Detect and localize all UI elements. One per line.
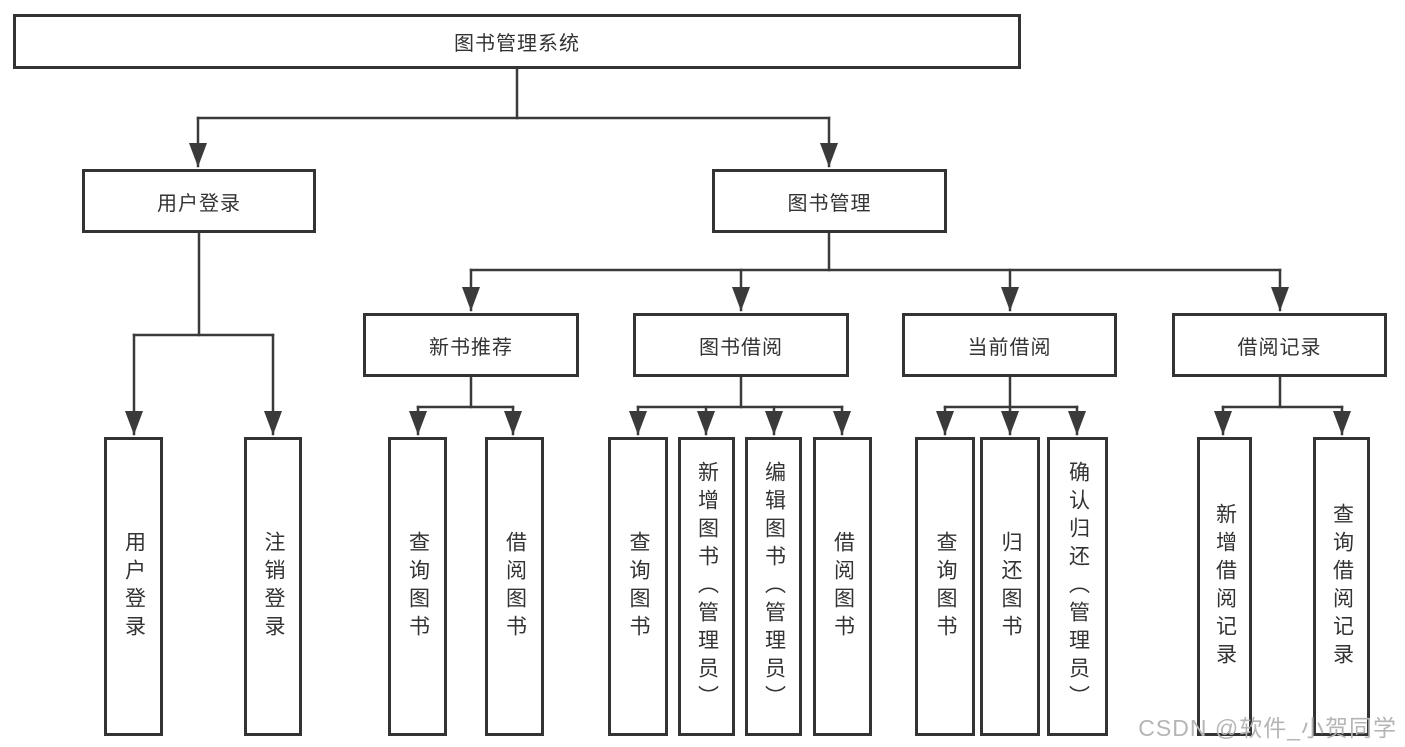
leaf-user-login: 用户登录 — [104, 437, 163, 736]
leaf-query-books-borrow: 查询图书 — [608, 437, 668, 736]
leaf-query-books-current: 查询图书 — [915, 437, 975, 736]
node-current-borrow-label: 当前借阅 — [967, 336, 1052, 359]
leaf-add-book-admin-label: 新增图书（管理员） — [695, 460, 719, 713]
leaf-logout-label: 注销登录 — [262, 530, 286, 643]
leaf-add-borrow-record-label: 新增借阅记录 — [1213, 502, 1237, 671]
leaf-user-login-label: 用户登录 — [122, 530, 146, 643]
node-book-management-label: 图书管理 — [787, 192, 872, 215]
leaf-query-borrow-record: 查询借阅记录 — [1313, 437, 1370, 736]
node-current-borrow: 当前借阅 — [902, 313, 1117, 377]
leaf-confirm-return-admin: 确认归还（管理员） — [1047, 437, 1108, 736]
watermark: CSDN @软件_小贺同学 — [1138, 715, 1397, 741]
leaf-query-books-recommend: 查询图书 — [388, 437, 447, 736]
node-book-borrow-label: 图书借阅 — [699, 336, 783, 359]
node-user-login: 用户登录 — [82, 169, 316, 233]
leaf-borrow-books-label: 借阅图书 — [831, 530, 855, 643]
node-book-borrow: 图书借阅 — [633, 313, 849, 377]
node-borrow-records: 借阅记录 — [1172, 313, 1387, 377]
leaf-edit-book-admin: 编辑图书（管理员） — [745, 437, 802, 736]
leaf-edit-book-admin-label: 编辑图书（管理员） — [762, 460, 786, 713]
node-root-label: 图书管理系统 — [454, 33, 580, 55]
node-new-book-recommend-label: 新书推荐 — [429, 336, 513, 359]
leaf-query-books-current-label: 查询图书 — [934, 530, 958, 643]
leaf-borrow-books: 借阅图书 — [813, 437, 872, 736]
node-new-book-recommend: 新书推荐 — [363, 313, 579, 377]
leaf-confirm-return-admin-label: 确认归还（管理员） — [1066, 460, 1090, 713]
node-book-management: 图书管理 — [712, 169, 947, 233]
leaf-add-book-admin: 新增图书（管理员） — [678, 437, 735, 736]
leaf-return-book-label: 归还图书 — [999, 530, 1023, 643]
leaf-add-borrow-record: 新增借阅记录 — [1197, 437, 1252, 736]
node-root: 图书管理系统 — [13, 14, 1021, 69]
leaf-borrow-books-recommend: 借阅图书 — [485, 437, 544, 736]
leaf-query-books-recommend-label: 查询图书 — [406, 530, 430, 643]
leaf-logout: 注销登录 — [244, 437, 302, 736]
leaf-return-book: 归还图书 — [980, 437, 1040, 736]
leaf-borrow-books-recommend-label: 借阅图书 — [503, 530, 527, 643]
node-user-login-label: 用户登录 — [157, 192, 241, 215]
leaf-query-books-borrow-label: 查询图书 — [627, 530, 651, 643]
node-borrow-records-label: 借阅记录 — [1237, 336, 1322, 359]
leaf-query-borrow-record-label: 查询借阅记录 — [1330, 502, 1354, 671]
